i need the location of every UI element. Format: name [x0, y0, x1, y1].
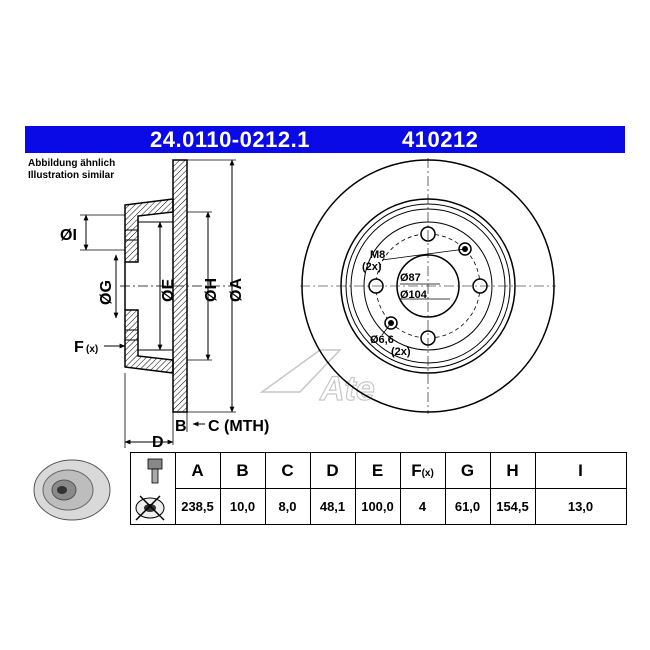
- header-f-suffix: (x): [421, 467, 434, 479]
- header-band: [25, 126, 625, 153]
- disc-thumbnail-icon: [33, 459, 111, 521]
- value-i: 13,0: [534, 488, 627, 525]
- illustration-note-en: Illustration similar: [28, 170, 115, 181]
- header-e: E: [354, 452, 401, 489]
- label-d104: Ø104: [400, 289, 428, 301]
- value-c: 8,0: [264, 488, 311, 525]
- front-view: M8 (2x) Ø87 Ø104 Ø6,6 (2x) Ate: [259, 158, 556, 414]
- header-i: I: [534, 452, 627, 489]
- label-m8: M8: [370, 249, 385, 261]
- part-number: 24.0110-0212.1: [150, 127, 310, 152]
- label-i: ØI: [60, 227, 77, 244]
- hat-wall-bottom: [124, 309, 174, 374]
- spec-table: A B C D E F(x) G H I 238,5 10,0 8,0 48,1…: [24, 452, 627, 525]
- watermark-text: Ate: [319, 370, 375, 408]
- label-d66: Ø6,6: [370, 334, 394, 346]
- ate-watermark: Ate: [259, 349, 375, 409]
- value-f: 4: [399, 488, 446, 525]
- header-d: D: [309, 452, 356, 489]
- value-d: 48,1: [309, 488, 356, 525]
- header-b: B: [219, 452, 266, 489]
- header-a: A: [174, 452, 221, 489]
- label-e: ØE: [160, 279, 177, 302]
- label-f-suffix: (x): [86, 344, 98, 355]
- label-h: ØH: [203, 278, 220, 302]
- header-c: C: [264, 452, 311, 489]
- header-h: H: [489, 452, 536, 489]
- label-d66-count: (2x): [391, 346, 411, 358]
- value-g: 61,0: [444, 488, 491, 525]
- side-view: ØI ØG ØE ØH ØA F (x) B C (MTH) D: [60, 159, 269, 451]
- label-c: C (MTH): [208, 418, 269, 435]
- illustration-note-de: Abbildung ähnlich: [28, 158, 116, 169]
- header-f-letter: F: [411, 460, 422, 480]
- label-a: ØA: [228, 278, 245, 302]
- ref-number: 410212: [402, 127, 479, 152]
- header-g: G: [444, 452, 491, 489]
- icon-cell: [129, 452, 176, 525]
- label-m8-count: (2x): [362, 261, 382, 273]
- value-b: 10,0: [219, 488, 266, 525]
- value-h: 154,5: [489, 488, 536, 525]
- header-f: F(x): [399, 452, 446, 489]
- label-d87: Ø87: [400, 272, 421, 284]
- value-e: 100,0: [354, 488, 401, 525]
- label-g: ØG: [98, 280, 115, 305]
- value-a: 238,5: [174, 488, 221, 525]
- thumbnail-cell: [24, 453, 130, 525]
- label-b: B: [175, 418, 187, 435]
- label-d: D: [152, 434, 164, 451]
- label-f: F: [74, 339, 84, 356]
